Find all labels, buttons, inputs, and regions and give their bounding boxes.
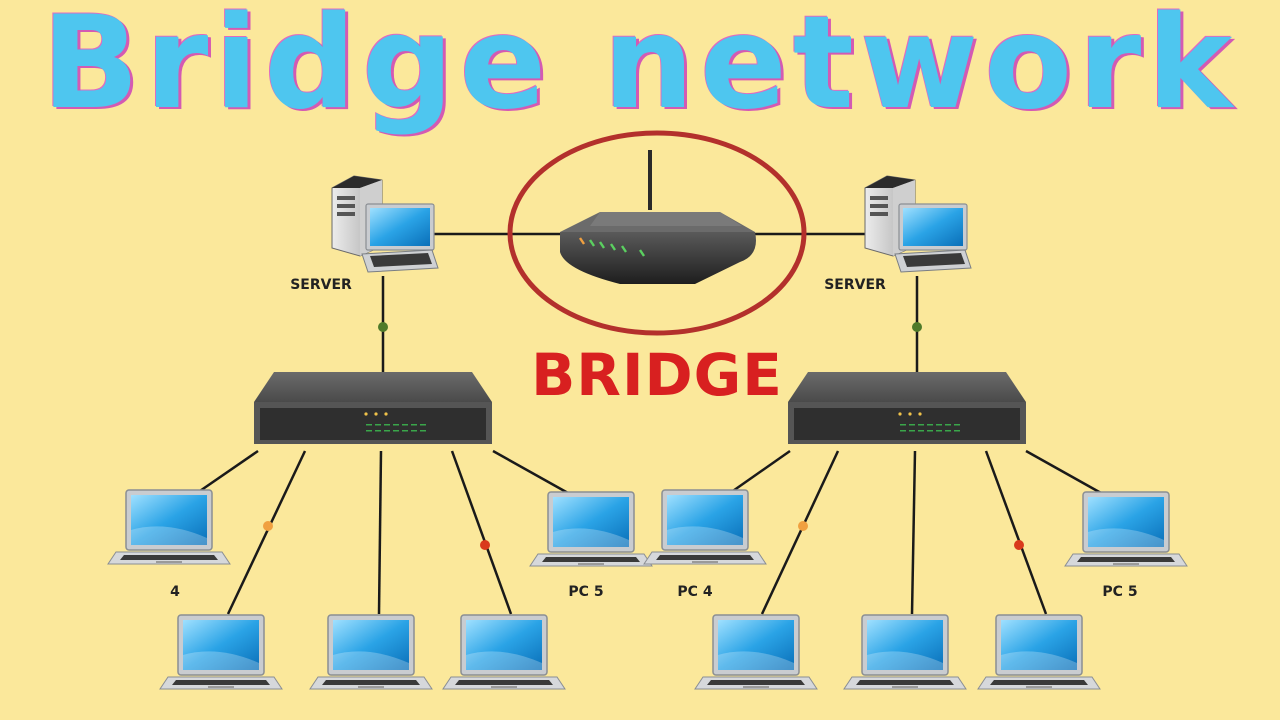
server-left-label: SERVER: [290, 277, 352, 293]
link-right-pc-c: [910, 450, 917, 615]
right-pc-top-right: [1064, 491, 1188, 567]
right-pc-top-left-label: PC 4: [677, 584, 712, 600]
link-dot-right-server: [912, 322, 922, 332]
right-pc-bottom-3: [977, 614, 1101, 690]
link-right-pc-d: [984, 450, 1048, 615]
bridge-highlight-circle: [507, 130, 807, 336]
right-pc-top-left: [643, 489, 767, 565]
link-left-pc-b: [226, 450, 307, 615]
right-pc-bottom-2: [843, 614, 967, 690]
left-pc-bottom-3: [442, 614, 566, 690]
server-right-label: SERVER: [824, 277, 886, 293]
left-pc-bottom-1: [159, 614, 283, 690]
link-right-pc-b: [760, 450, 840, 615]
server-right: [864, 175, 972, 273]
link-dot-right-orange: [798, 521, 808, 531]
link-left-pc-a: [196, 449, 259, 495]
link-dot-left-server: [378, 322, 388, 332]
link-right-pc-e: [1025, 449, 1102, 495]
link-dot-right-red: [1014, 540, 1024, 550]
link-left-pc-e: [492, 449, 569, 495]
bridge-device: [560, 150, 756, 284]
left-pc-top-right: [529, 491, 653, 567]
switch-right: [788, 372, 1026, 444]
link-dot-left-orange: [263, 521, 273, 531]
links: [196, 232, 1102, 615]
server-left: [331, 175, 439, 273]
left-pc-top-left: [107, 489, 231, 565]
page-title: Bridge network: [41, 0, 1239, 138]
left-pc-bottom-2: [309, 614, 433, 690]
right-pc-bottom-1: [694, 614, 818, 690]
left-pc-top-left-label: 4: [170, 584, 180, 600]
link-right-pc-a: [729, 449, 791, 495]
right-pc-top-right-label: PC 5: [1102, 584, 1137, 600]
bridge-label: BRIDGE: [531, 341, 783, 409]
left-pc-top-right-label: PC 5: [568, 584, 603, 600]
link-left-pc-d: [450, 450, 513, 615]
link-left-pc-c: [377, 450, 383, 615]
switch-left: [254, 372, 492, 444]
link-dot-left-red: [480, 540, 490, 550]
